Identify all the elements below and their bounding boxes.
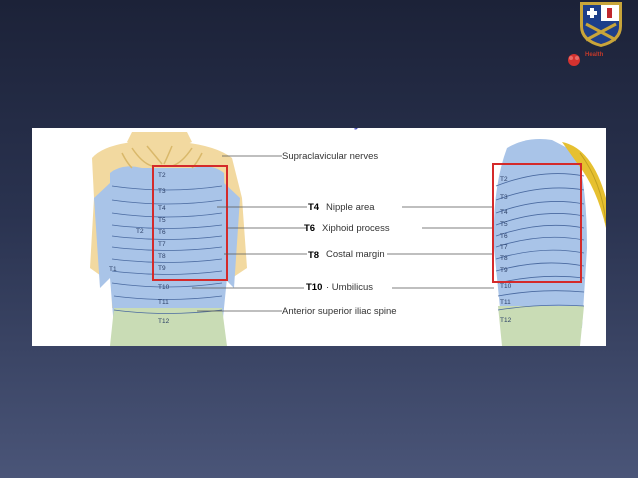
front-dermatome-t5: T5 <box>158 217 166 224</box>
front-dermatome-t12: T12 <box>158 318 170 325</box>
front-dermatome-t3: T3 <box>158 188 166 195</box>
label-t10: T10 <box>306 282 323 293</box>
front-dermatome-t10: T10 <box>158 284 170 291</box>
label-umbilicus: · Umbilicus <box>326 282 373 293</box>
label-xiphoid: Xiphoid process <box>322 223 390 234</box>
lateral-dermatome-t3: T3 <box>500 194 508 201</box>
front-dermatome-t8: T8 <box>158 253 166 260</box>
front-dermatome-t4: T4 <box>158 205 166 212</box>
lateral-dermatome-t11: T11 <box>500 299 511 306</box>
front-dermatome-t11: T11 <box>158 299 169 306</box>
label-asis: Anterior superior iliac spine <box>282 306 397 317</box>
arm-label-t2: T2 <box>136 228 144 235</box>
lateral-dermatome-t9: T9 <box>500 267 508 274</box>
front-green-region <box>110 308 227 346</box>
dermatome-diagram: trai by the intercostal nerves. <box>90 128 606 346</box>
front-dermatome-t2: T2 <box>158 172 166 179</box>
lateral-dermatome-t6: T6 <box>500 233 508 240</box>
front-highlight-box <box>152 165 228 281</box>
lateral-highlight-box <box>492 163 582 283</box>
lateral-blue-region <box>493 139 587 328</box>
label-t6: T6 <box>304 223 316 234</box>
front-dermatome-t7: T7 <box>158 241 166 248</box>
label-nipple: Nipple area <box>326 202 375 213</box>
label-supraclavicular: Supraclavicular nerves <box>282 151 379 162</box>
lateral-dermatome-t10: T10 <box>500 283 512 290</box>
label-t4: T4 <box>308 202 320 213</box>
arm-label-t1: T1 <box>109 266 117 273</box>
lateral-dermatome-t8: T8 <box>500 255 508 262</box>
heading-fragment: trai by the intercostal nerves. <box>322 128 503 130</box>
university-crest-icon <box>580 2 622 47</box>
lateral-dermatome-t12: T12 <box>500 317 512 324</box>
front-dermatome-t9: T9 <box>158 265 166 272</box>
front-blue-region <box>110 166 227 328</box>
lateral-dermatome-t4: T4 <box>500 209 508 216</box>
label-costal: Costal margin <box>326 249 385 260</box>
front-dermatome-t6: T6 <box>158 229 166 236</box>
health-logo-text: Health <box>585 52 604 58</box>
lateral-dermatome-t5: T5 <box>500 221 508 228</box>
nsw-waratah-icon <box>568 54 580 66</box>
lateral-dermatome-t2: T2 <box>500 176 508 183</box>
dermatome-figure: trai by the intercostal nerves. <box>32 128 606 346</box>
lateral-green-region <box>498 306 584 346</box>
lateral-dermatome-t7: T7 <box>500 244 508 251</box>
label-t8: T8 <box>308 250 320 261</box>
